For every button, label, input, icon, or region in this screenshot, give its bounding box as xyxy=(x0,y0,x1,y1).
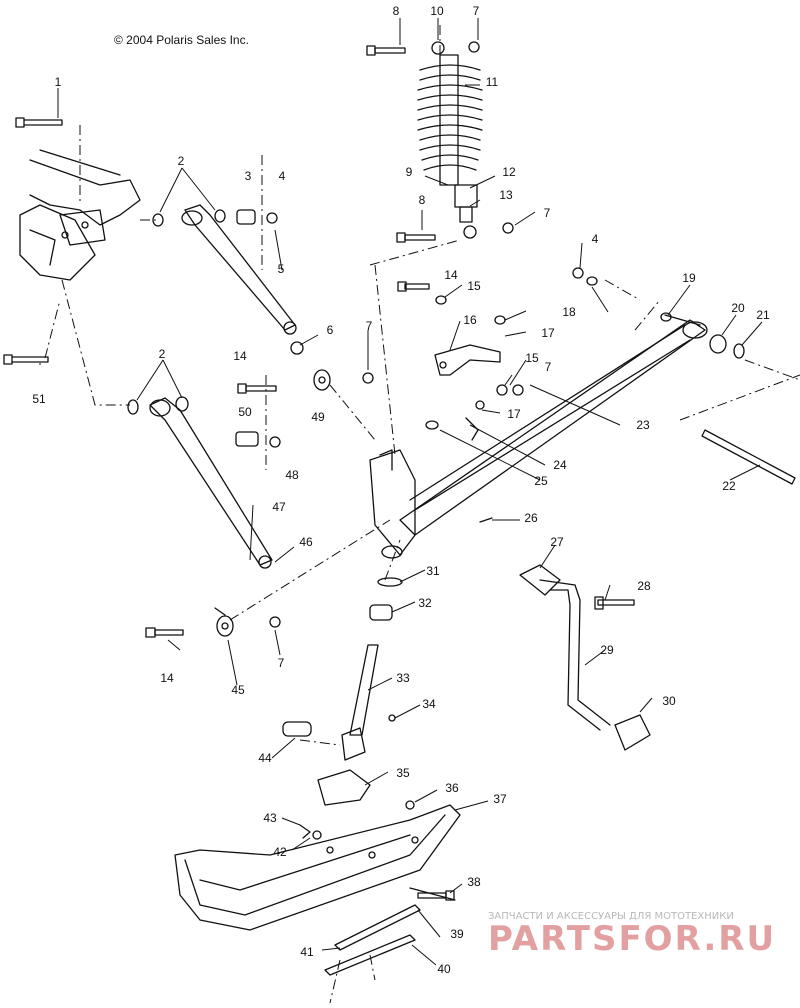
callout-24: 24 xyxy=(553,458,567,472)
callout-17: 17 xyxy=(507,407,521,421)
watermark: ЗАПЧАСТИ И АКСЕССУАРЫ ДЛЯ МОТОТЕХНИКИ PA… xyxy=(488,911,776,959)
watermark-brand: PARTSFOR.RU xyxy=(488,919,776,959)
callout-4: 4 xyxy=(592,232,599,246)
callout-25: 25 xyxy=(534,474,548,488)
spindle-housing xyxy=(369,449,416,559)
callout-44: 44 xyxy=(258,751,272,765)
callout-8: 8 xyxy=(393,4,400,18)
steering-linkage xyxy=(519,564,635,731)
frame-bracket xyxy=(19,149,141,281)
callout-10: 10 xyxy=(430,4,444,18)
callout-15: 15 xyxy=(525,351,539,365)
callout-32: 32 xyxy=(418,596,432,610)
callout-20: 20 xyxy=(731,301,745,315)
callout-14: 14 xyxy=(160,671,174,685)
callout-48: 48 xyxy=(285,468,299,482)
callout-17: 17 xyxy=(541,326,555,340)
callout-2: 2 xyxy=(159,347,166,361)
callout-50: 50 xyxy=(238,405,252,419)
callout-7: 7 xyxy=(278,656,285,670)
callout-23: 23 xyxy=(636,418,650,432)
callout-21: 21 xyxy=(756,308,770,322)
upper-a-arm xyxy=(181,204,297,335)
callout-42: 42 xyxy=(273,845,287,859)
bolt-51 xyxy=(3,354,49,365)
callout-31: 31 xyxy=(426,564,440,578)
callout-7: 7 xyxy=(545,360,552,374)
callout-28: 28 xyxy=(637,579,651,593)
callout-34: 34 xyxy=(422,697,436,711)
bolt-1 xyxy=(15,117,63,128)
callout-4: 4 xyxy=(279,169,286,183)
ball-joint-49 xyxy=(237,369,374,394)
callout-9: 9 xyxy=(406,165,413,179)
long-bolt-22 xyxy=(701,429,796,485)
steering-arm xyxy=(425,344,501,441)
callout-5: 5 xyxy=(278,262,285,276)
callout-30: 30 xyxy=(662,694,676,708)
lower-a-arm xyxy=(149,397,273,569)
callout-7: 7 xyxy=(544,206,551,220)
callout-2: 2 xyxy=(178,154,185,168)
shock-absorber xyxy=(366,41,514,243)
callout-37: 37 xyxy=(493,792,507,806)
callout-13: 13 xyxy=(499,188,513,202)
callout-51: 51 xyxy=(32,392,46,406)
callout-19: 19 xyxy=(682,271,696,285)
callout-22: 22 xyxy=(722,479,736,493)
callout-27: 27 xyxy=(550,535,564,549)
callout-38: 38 xyxy=(467,875,481,889)
small-hardware xyxy=(299,281,524,901)
callout-11: 11 xyxy=(486,75,499,89)
spacers xyxy=(572,267,745,359)
callout-14: 14 xyxy=(444,268,458,282)
callout-33: 33 xyxy=(396,671,410,685)
callout-12: 12 xyxy=(502,165,516,179)
callout-40: 40 xyxy=(437,962,451,976)
assembly-lines xyxy=(44,25,800,1004)
copyright-notice: © 2004 Polaris Sales Inc. xyxy=(114,33,249,47)
ski-spindle xyxy=(282,577,403,761)
callout-47: 47 xyxy=(272,500,286,514)
callout-6: 6 xyxy=(327,323,334,337)
callouts: 8 10 7 1 11 2 3 4 9 12 13 8 7 4 5 19 14 … xyxy=(32,4,770,976)
callout-8: 8 xyxy=(419,193,426,207)
callout-36: 36 xyxy=(445,781,459,795)
callout-29: 29 xyxy=(600,643,614,657)
callout-15: 15 xyxy=(467,279,481,293)
callout-7: 7 xyxy=(366,319,373,333)
leader-lines xyxy=(39,18,763,966)
callout-7: 7 xyxy=(473,4,480,18)
bushings-upper xyxy=(152,209,304,355)
callout-35: 35 xyxy=(396,766,410,780)
watermark-tagline: ЗАПЧАСТИ И АКСЕССУАРЫ ДЛЯ МОТОТЕХНИКИ xyxy=(488,911,734,922)
callout-1: 1 xyxy=(55,75,62,89)
callout-49: 49 xyxy=(311,410,325,424)
ski-pad xyxy=(317,769,371,806)
callout-43: 43 xyxy=(263,811,277,825)
callout-26: 26 xyxy=(524,511,538,525)
callout-41: 41 xyxy=(300,945,314,959)
callout-45: 45 xyxy=(231,683,245,697)
callout-39: 39 xyxy=(450,927,464,941)
callout-16: 16 xyxy=(463,313,477,327)
callout-18: 18 xyxy=(562,305,576,319)
ball-joint-45 xyxy=(145,607,281,638)
callout-46: 46 xyxy=(299,535,313,549)
ski xyxy=(174,804,461,931)
callout-3: 3 xyxy=(245,169,252,183)
handle-30 xyxy=(614,714,651,751)
trailing-arm xyxy=(399,314,708,536)
callout-14: 14 xyxy=(233,349,247,363)
